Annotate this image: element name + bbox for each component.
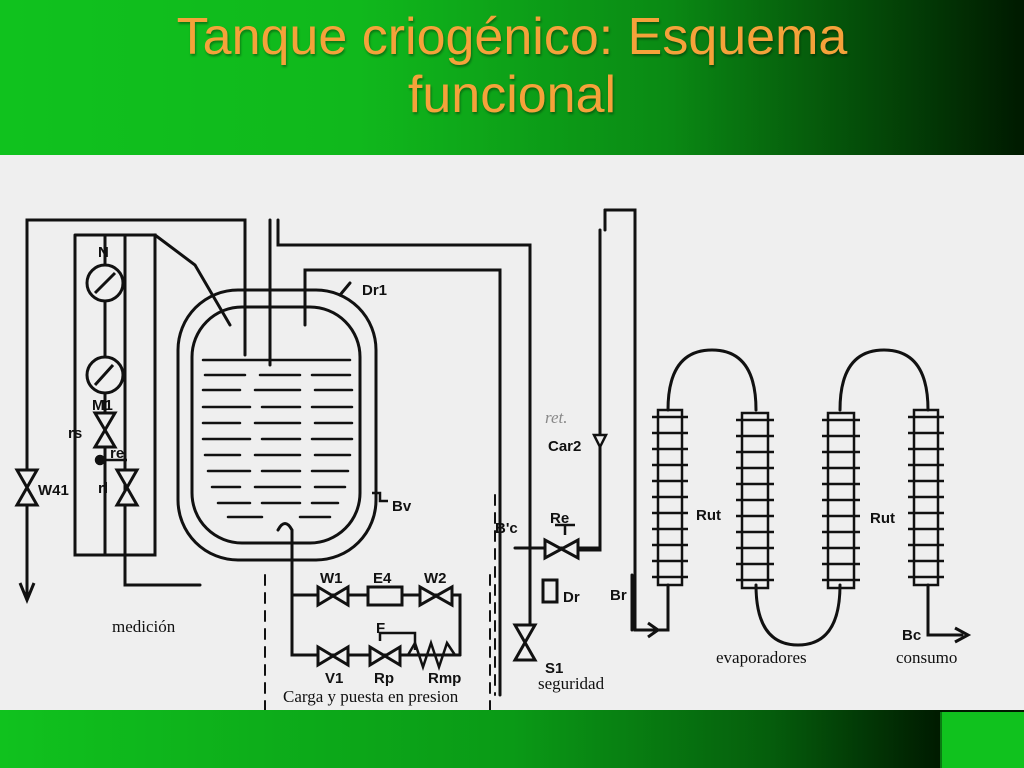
pipe-dr1-branch	[338, 281, 352, 297]
caption-consumo: consumo	[896, 648, 958, 667]
valve-icons	[14, 411, 580, 668]
tank-schematic: N M1 rs re rl W41 Dr1 Bv W1 E4 W2 F V1 R…	[14, 208, 972, 711]
label-rut-1: Rut	[696, 507, 721, 524]
car2-icon	[591, 433, 609, 450]
title-line-2: funcional	[407, 66, 617, 124]
label-rl: rl	[98, 480, 108, 497]
label-dr: Dr	[563, 589, 580, 606]
valve-w41-icon	[14, 468, 40, 507]
valve-rs-icon	[92, 411, 118, 449]
label-f: F	[376, 620, 385, 637]
element-bv	[372, 491, 388, 503]
evaporator-columns	[656, 408, 940, 590]
arrow-evap-in-icon	[647, 621, 661, 639]
pipe-left-outer	[25, 218, 247, 587]
footer-bar	[0, 710, 1024, 768]
tank-inner	[190, 305, 362, 545]
evaporator-fins	[652, 415, 944, 582]
caption-evaporadores: evaporadores	[716, 648, 807, 667]
valve-w2-icon	[418, 584, 454, 608]
pipe-top-right-box	[603, 208, 652, 632]
label-re-valve: Re	[550, 510, 569, 527]
label-rp: Rp	[374, 670, 394, 687]
label-bv: Bv	[392, 498, 412, 515]
label-s1: S1	[545, 660, 563, 677]
footer-square	[940, 712, 1024, 768]
element-rmp	[406, 639, 457, 671]
valve-v1-icon	[316, 644, 350, 668]
valve-s1-icon	[512, 623, 538, 662]
valve-w1-icon	[316, 584, 350, 608]
evap-inlet	[648, 583, 670, 632]
pipe-top-right-loop	[276, 218, 532, 632]
pipe-gauge-column	[73, 233, 157, 557]
caption-carga: Carga y puesta en presion	[283, 687, 459, 706]
pipe-gauge-connector	[153, 233, 232, 327]
gauge-n-icon	[85, 263, 125, 303]
label-car2: Car2	[548, 438, 581, 455]
caption-seguridad: seguridad	[538, 674, 605, 693]
label-m1: M1	[92, 397, 113, 414]
element-dr	[541, 578, 559, 604]
arrow-bc-icon	[954, 626, 972, 644]
label-rmp: Rmp	[428, 670, 461, 687]
evap-outlet	[926, 583, 964, 637]
label-bc-top: B'c	[495, 520, 518, 537]
diagram-panel: N M1 rs re rl W41 Dr1 Bv W1 E4 W2 F V1 R…	[0, 155, 1024, 711]
evap-loop-3	[838, 348, 930, 412]
tank-outer	[176, 288, 378, 562]
label-rut-2: Rut	[870, 510, 895, 527]
label-br: Br	[610, 587, 627, 604]
arrow-w41-icon	[18, 582, 36, 604]
valve-re-icon	[543, 537, 580, 561]
label-ret: ret.	[545, 408, 568, 427]
pipe-dr1	[303, 268, 502, 697]
label-e4: E4	[373, 570, 392, 587]
liquid-lines	[201, 358, 354, 519]
slide-title: Tanque criogénico: Esquema funcional	[0, 8, 1024, 124]
label-bc: Bc	[902, 627, 921, 644]
title-background	[0, 0, 1024, 155]
title-line-1: Tanque criogénico: Esquema	[176, 8, 848, 66]
label-dr1: Dr1	[362, 282, 387, 299]
element-e4	[366, 585, 404, 607]
label-w2: W2	[424, 570, 447, 587]
label-n: N	[98, 244, 109, 261]
label-w41: W41	[38, 482, 69, 499]
gauge-m1-icon	[85, 355, 125, 395]
label-rs: rs	[68, 425, 82, 442]
evap-loop-1	[666, 348, 758, 412]
pipe-car2	[578, 228, 602, 552]
label-re: re	[110, 445, 124, 462]
valve-rl-icon	[114, 468, 140, 507]
caption-medicion: medición	[112, 617, 176, 636]
pipe-bottom-outlet	[276, 522, 462, 657]
valve-rp-icon	[368, 644, 402, 668]
label-v1: V1	[325, 670, 343, 687]
label-w1: W1	[320, 570, 343, 587]
evap-loop-2	[754, 583, 842, 647]
